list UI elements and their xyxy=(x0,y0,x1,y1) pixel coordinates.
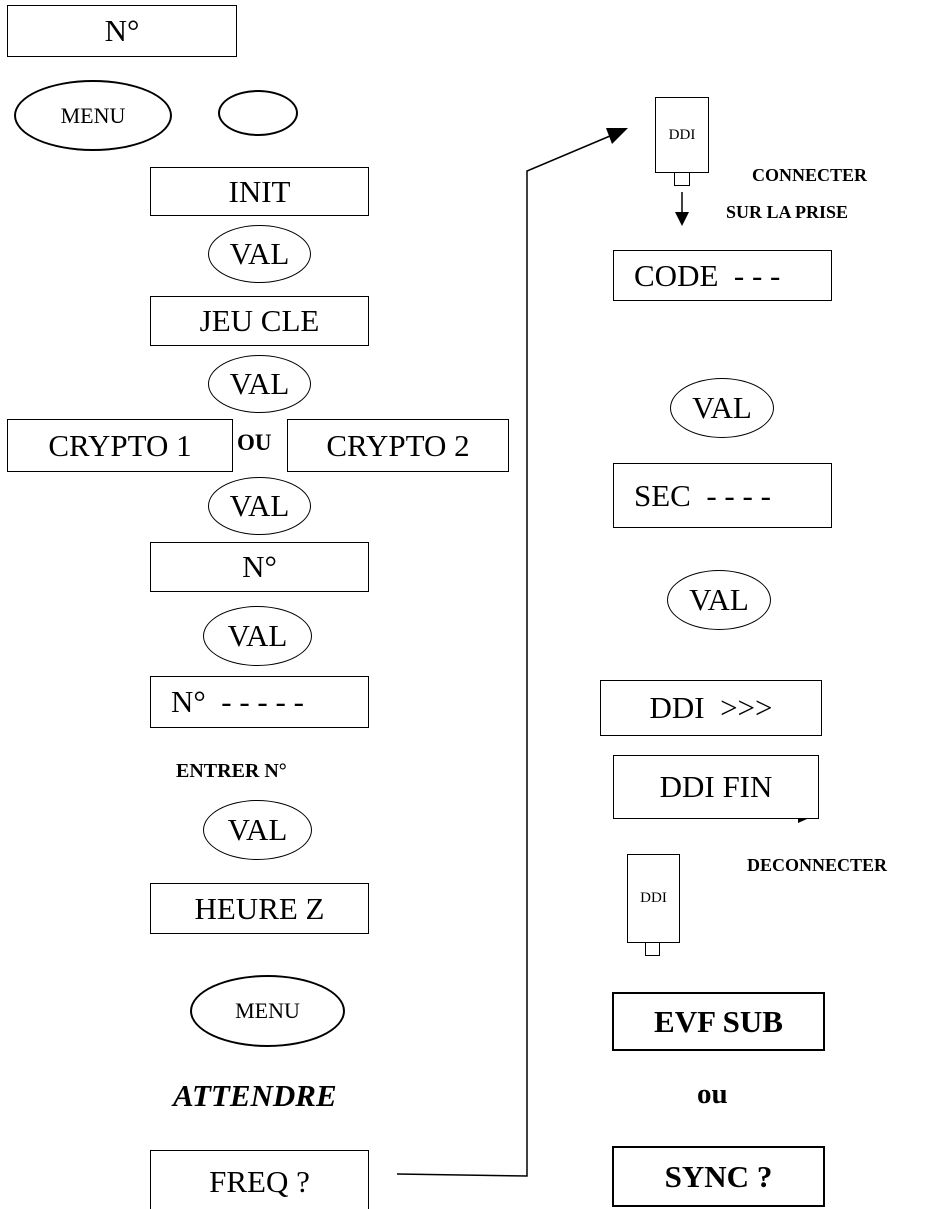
val-right-label-2: VAL xyxy=(689,582,749,617)
code-label: CODE - - - xyxy=(634,257,781,293)
attendre-label: ATTENDRE xyxy=(173,1078,337,1113)
number-box: N° xyxy=(150,542,369,592)
top-number-label: N° xyxy=(104,13,140,48)
route-freq-to-ddi-line xyxy=(396,135,611,1177)
heure-z-label: HEURE Z xyxy=(194,890,325,926)
val-button-right-1[interactable]: VAL xyxy=(670,378,774,438)
menu-button-bottom[interactable]: MENU xyxy=(190,975,345,1047)
val-button-right-2[interactable]: VAL xyxy=(667,570,771,630)
crypto-1-label: CRYPTO 1 xyxy=(48,427,192,463)
crypto-2-label: CRYPTO 2 xyxy=(326,427,470,463)
ddi-device-bottom-label: DDI xyxy=(640,890,667,906)
heure-z-box: HEURE Z xyxy=(150,883,369,934)
crypto-2-box: CRYPTO 2 xyxy=(287,419,509,472)
down-arrow-icon-head xyxy=(675,212,689,226)
val-label-5: VAL xyxy=(227,812,288,847)
evf-sub-label: EVF SUB xyxy=(654,1003,783,1039)
menu-button-top[interactable]: MENU xyxy=(14,80,172,151)
jeu-cle-label: JEU CLE xyxy=(199,303,320,338)
init-label: INIT xyxy=(228,173,291,209)
val-button-4[interactable]: VAL xyxy=(203,606,312,666)
ddi-device-icon-top: DDI xyxy=(655,97,709,173)
freq-label: FREQ ? xyxy=(209,1164,310,1199)
connect-label-line-2: SUR LA PRISE xyxy=(726,202,849,222)
menu-button-top-label: MENU xyxy=(60,102,126,128)
ddi-fin-box: DDI FIN xyxy=(613,755,819,819)
number-entry-box[interactable]: N° - - - - - xyxy=(150,676,369,728)
val-right-label-1: VAL xyxy=(692,390,752,425)
sec-box[interactable]: SEC - - - - xyxy=(613,463,832,528)
ou-connector-label: OU xyxy=(237,430,272,455)
ddi-plug-icon-top xyxy=(674,172,690,186)
sync-label: SYNC ? xyxy=(664,1158,773,1194)
ddi-progress-box: DDI >>> xyxy=(600,680,822,736)
top-number-box: N° xyxy=(7,5,237,57)
sync-box: SYNC ? xyxy=(612,1146,825,1207)
entrer-number-label: ENTRER N° xyxy=(176,760,287,782)
ddi-device-top-label: DDI xyxy=(668,126,696,143)
right-arrow-button[interactable] xyxy=(218,90,298,136)
menu-button-bottom-label: MENU xyxy=(235,998,300,1023)
val-label-3: VAL xyxy=(229,488,290,523)
val-label-1: VAL xyxy=(229,236,290,271)
crypto-1-box: CRYPTO 1 xyxy=(7,419,233,472)
code-box[interactable]: CODE - - - xyxy=(613,250,832,301)
sec-label: SEC - - - - xyxy=(634,477,771,513)
ddi-fin-label: DDI FIN xyxy=(659,769,773,804)
disconnect-label: DECONNECTER xyxy=(747,855,888,875)
ddi-plug-icon-bottom xyxy=(645,942,660,956)
ddi-progress-label: DDI >>> xyxy=(649,690,773,725)
val-button-2[interactable]: VAL xyxy=(208,355,311,413)
val-label-4: VAL xyxy=(227,618,288,653)
number-entry-label: N° - - - - - xyxy=(171,684,304,719)
val-button-1[interactable]: VAL xyxy=(208,225,311,283)
val-label-2: VAL xyxy=(229,366,290,401)
evf-sub-box: EVF SUB xyxy=(612,992,825,1051)
route-arrowhead-icon xyxy=(606,128,628,144)
jeu-cle-box: JEU CLE xyxy=(150,296,369,346)
ddi-device-icon-bottom: DDI xyxy=(627,854,680,943)
init-box: INIT xyxy=(150,167,369,216)
connect-label-line-1: CONNECTER xyxy=(752,165,868,185)
val-button-5[interactable]: VAL xyxy=(203,800,312,860)
freq-box: FREQ ? xyxy=(150,1150,369,1209)
val-button-3[interactable]: VAL xyxy=(208,477,311,535)
ou-connector-right-label: ou xyxy=(697,1078,728,1110)
number-label: N° xyxy=(242,549,277,584)
